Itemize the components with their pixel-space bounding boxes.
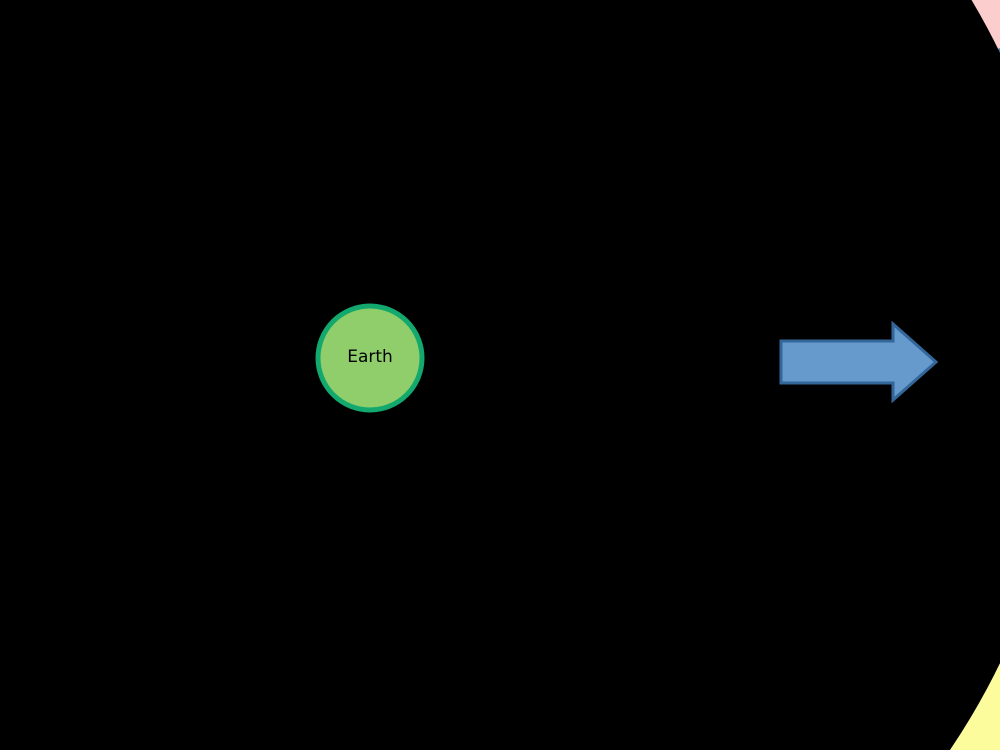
label-distance-from-earth: 30,000 km from Earth: [700, 602, 943, 627]
label-goldstone-view: Goldstone view: [293, 160, 447, 231]
label-madrid-view: Madrid view: [165, 393, 270, 464]
moon-direction-arrow: [779, 320, 939, 404]
label-geosynchronous-orbit: Geosynchronous orbit: [733, 534, 975, 559]
label-earth: Earth: [347, 347, 393, 367]
thirty-thousand-km-circle: [94, 82, 646, 634]
label-canberra-view: Canberra view: [448, 391, 587, 462]
earth-globe: [315, 303, 425, 413]
low-earth-orbit-pointer: [397, 413, 609, 670]
region-goldstone: [0, 0, 1000, 298]
label-moon-distance-note: Moon is 10× further away than GEO: [779, 243, 1000, 294]
geosynchronous-orbit-pointer: [681, 515, 728, 551]
geosynchronous-orbit-circle: [13, 1, 727, 715]
thirty-thousand-km-pointer: [590, 507, 696, 600]
low-earth-orbit-circle: [306, 294, 434, 422]
region-canberra: [368, 161, 1000, 750]
label-low-earth-orbit: Low Earth Orbit (600 km): [607, 666, 886, 691]
